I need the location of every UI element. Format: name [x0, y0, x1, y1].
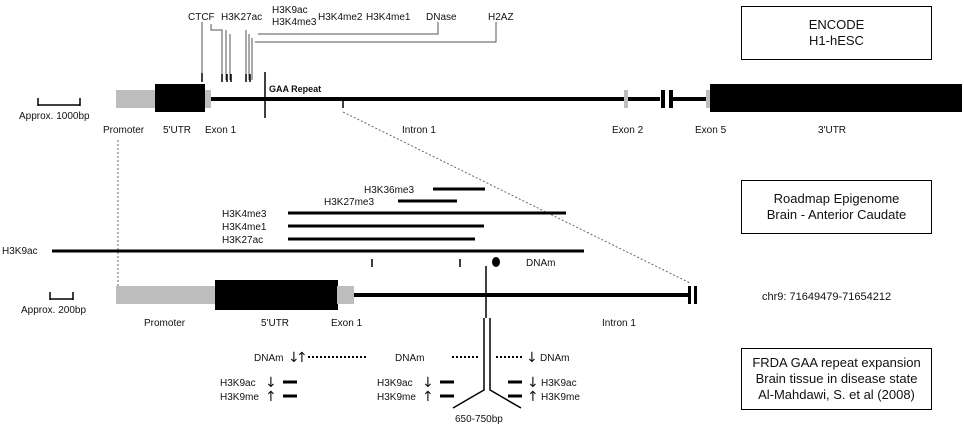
- scale-label-bottom: Approx. 200bp: [21, 305, 86, 316]
- frda-box-line3: Al-Mahdawi, S. et al (2008): [758, 387, 915, 402]
- mark-label-dnase: DNase: [426, 12, 457, 23]
- leader-h2az: [255, 22, 497, 43]
- mark-label-h3k4me3: H3K4me3: [272, 17, 317, 28]
- bottom-promoter-block: [116, 286, 216, 304]
- disease-right-h3k9me: H3K9me: [541, 392, 580, 403]
- roadmap-box: Roadmap Epigenome Brain - Anterior Cauda…: [741, 180, 932, 234]
- scale-bar-bottom: [49, 292, 74, 300]
- mark-label-h3k27ac: H3K27ac: [221, 12, 262, 23]
- arrow-down-icon: ↓: [526, 350, 538, 366]
- arrow-down-icon: ↓: [265, 375, 277, 391]
- top-3utr-block: [710, 84, 962, 112]
- disease-right-h3k9ac: H3K9ac: [541, 378, 577, 389]
- frda-box-line2: Brain tissue in disease state: [755, 371, 918, 386]
- mark-label-h3k4me1: H3K4me1: [366, 12, 411, 23]
- top-label-promoter: Promoter: [103, 125, 145, 136]
- repeat-funnel-right: [489, 318, 522, 409]
- scale-label-top: Approx. 1000bp: [19, 111, 90, 122]
- disease-middle-h3k9ac: H3K9ac: [377, 378, 413, 389]
- leader-h3k27ac: [210, 24, 223, 82]
- dnam-site-major: [492, 257, 500, 267]
- roadmap-box-line2: Brain - Anterior Caudate: [766, 207, 907, 222]
- top-label-exon1: Exon 1: [205, 125, 237, 136]
- top-promoter-block: [116, 90, 156, 108]
- disease-left-dnam: DNAm: [254, 353, 283, 364]
- disease-middle-dnam: DNAm: [395, 353, 424, 364]
- top-exon1-block: [205, 90, 211, 108]
- arrow-down-icon: ↓: [422, 375, 434, 391]
- track-label-h3k27ac: H3K27ac: [222, 235, 263, 246]
- bottom-label-intron1: Intron 1: [602, 318, 636, 329]
- disease-left-h3k9ac: H3K9ac: [220, 378, 256, 389]
- bottom-label-promoter: Promoter: [144, 318, 186, 329]
- zoom-line-right: [342, 111, 691, 284]
- top-label-3utr: 3'UTR: [818, 125, 846, 136]
- bottom-label-exon1: Exon 1: [331, 318, 363, 329]
- repeat-size-label: 650-750bp: [455, 414, 503, 425]
- top-mark-ticks: [201, 73, 251, 82]
- disease-left-h3k9me: H3K9me: [220, 392, 259, 403]
- mark-label-h3k4me2: H3K4me2: [318, 12, 363, 23]
- bottom-label-5utr: 5'UTR: [261, 318, 289, 329]
- top-break-left: [661, 90, 665, 108]
- arrow-up-icon: ↑: [527, 389, 539, 405]
- top-label-exon2: Exon 2: [612, 125, 644, 136]
- bottom-break-left: [688, 286, 691, 304]
- chromosome-coordinates: chr9: 71649479-71654212: [762, 291, 891, 303]
- arrow-up-icon: ↑: [265, 389, 277, 405]
- top-break-right: [669, 90, 673, 108]
- frda-box: FRDA GAA repeat expansion Brain tissue i…: [741, 348, 932, 410]
- leader-dnase: [258, 22, 439, 35]
- track-label-h3k4me3: H3K4me3: [222, 209, 267, 220]
- frda-box-line1: FRDA GAA repeat expansion: [752, 355, 921, 370]
- dnam-label: DNAm: [526, 258, 555, 269]
- encode-box: ENCODE H1-hESC: [741, 6, 932, 60]
- gaa-repeat-label: GAA Repeat: [269, 84, 321, 94]
- mark-label-ctcf: CTCF: [188, 12, 215, 23]
- top-label-intron1: Intron 1: [402, 125, 436, 136]
- top-mark-leaders: [201, 22, 497, 82]
- disease-right-dnam: DNAm: [540, 353, 569, 364]
- bottom-exon1-block: [337, 286, 354, 304]
- bottom-5utr-block: [215, 280, 338, 310]
- arrow-up-icon: ↑: [296, 350, 308, 366]
- arrow-down-icon: ↓: [288, 350, 300, 366]
- arrow-up-icon: ↑: [422, 389, 434, 405]
- scale-bar-top: [37, 98, 81, 106]
- track-label-h3k9ac: H3K9ac: [2, 246, 38, 257]
- top-exon2-block: [624, 90, 628, 108]
- repeat-funnel-left: [452, 318, 485, 409]
- bottom-break-right: [694, 286, 697, 304]
- mark-label-h2az: H2AZ: [488, 12, 514, 23]
- mark-label-h3k9ac: H3K9ac: [272, 5, 308, 16]
- top-label-5utr: 5'UTR: [163, 125, 191, 136]
- top-5utr-block: [155, 84, 205, 112]
- track-label-h3k36me3: H3K36me3: [364, 185, 414, 196]
- disease-middle-h3k9me: H3K9me: [377, 392, 416, 403]
- top-label-exon5: Exon 5: [695, 125, 727, 136]
- roadmap-box-line1: Roadmap Epigenome: [773, 191, 900, 206]
- encode-box-line2: H1-hESC: [809, 33, 864, 48]
- track-label-h3k27me3: H3K27me3: [324, 197, 374, 208]
- top-exon5-block: [706, 90, 711, 108]
- track-label-h3k4me1: H3K4me1: [222, 222, 267, 233]
- arrow-down-icon: ↓: [527, 375, 539, 391]
- encode-box-line1: ENCODE: [808, 17, 865, 32]
